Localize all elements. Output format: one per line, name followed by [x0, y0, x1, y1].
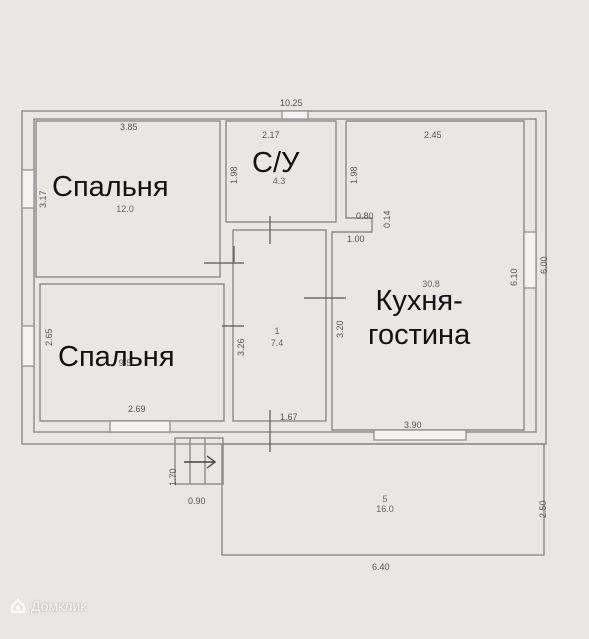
area-hall: 7.4: [270, 338, 284, 348]
dim-niche-c: 1.00: [347, 234, 365, 244]
dim-hall-width: 1.67: [280, 412, 298, 422]
window-bedroom2-bottom: [109, 420, 171, 433]
terrace-number: 5: [382, 494, 388, 504]
dim-bedroom1-width: 3.85: [120, 122, 138, 132]
dim-wc-height: 1.98: [229, 166, 239, 184]
hall-number: 1: [274, 326, 280, 336]
dim-bedroom2-width: 2.69: [128, 404, 146, 414]
window-bedroom1-left: [21, 169, 35, 209]
dim-porch-height: 1.70: [168, 468, 178, 486]
room-wc-label: С/У: [252, 147, 300, 179]
room-bedroom-2-label: Спальня: [58, 341, 175, 373]
porch-steps: [174, 437, 224, 485]
dim-niche-a: 0.80: [356, 211, 374, 221]
area-wc: 4.3: [272, 176, 286, 186]
area-bedroom-2: 9.5: [118, 358, 132, 368]
dim-kitchen-height-left: 1.98: [349, 166, 359, 184]
window-bedroom2-left: [21, 325, 35, 367]
dim-bedroom2-height: 2.65: [44, 328, 54, 346]
dim-wc-width: 2.17: [262, 130, 280, 140]
domclick-watermark: Домклик: [10, 598, 86, 614]
area-terrace: 16.0: [376, 504, 394, 514]
dim-bedroom1-height: 3.17: [38, 190, 48, 208]
window-kitchen-right: [523, 231, 537, 289]
dim-total-width: 10.25: [280, 98, 303, 108]
window-top: [281, 110, 309, 120]
dim-kitchen-height: 6.10: [509, 268, 519, 286]
dim-terrace-width: 6.40: [372, 562, 390, 572]
room-kitchen-label: Кухня- гостина: [368, 285, 471, 351]
dim-kitchen-bottom: 3.90: [404, 420, 422, 430]
dim-kitchen-width: 2.45: [424, 130, 442, 140]
wall-bedroom-1: [35, 120, 221, 278]
watermark-text: Домклик: [31, 598, 87, 614]
wall-kitchen: [331, 120, 525, 431]
dim-hall-height: 3.20: [335, 320, 345, 338]
window-kitchen-bottom: [373, 429, 467, 441]
dim-niche-b: 0.14: [382, 210, 392, 228]
dim-kitchen-window: 6.00: [539, 256, 549, 274]
dim-porch-width: 0.90: [188, 496, 206, 506]
dim-terrace-height: 2.50: [538, 500, 548, 518]
area-bedroom-1: 12.0: [116, 204, 134, 214]
room-bedroom-1-label: Спальня: [52, 171, 169, 203]
wall-wc: [225, 120, 337, 223]
dim-hall-left: 3.26: [236, 338, 246, 356]
domclick-logo-icon: [11, 598, 25, 613]
wall-terrace: [221, 443, 545, 556]
area-kitchen: 30.8: [422, 279, 440, 289]
